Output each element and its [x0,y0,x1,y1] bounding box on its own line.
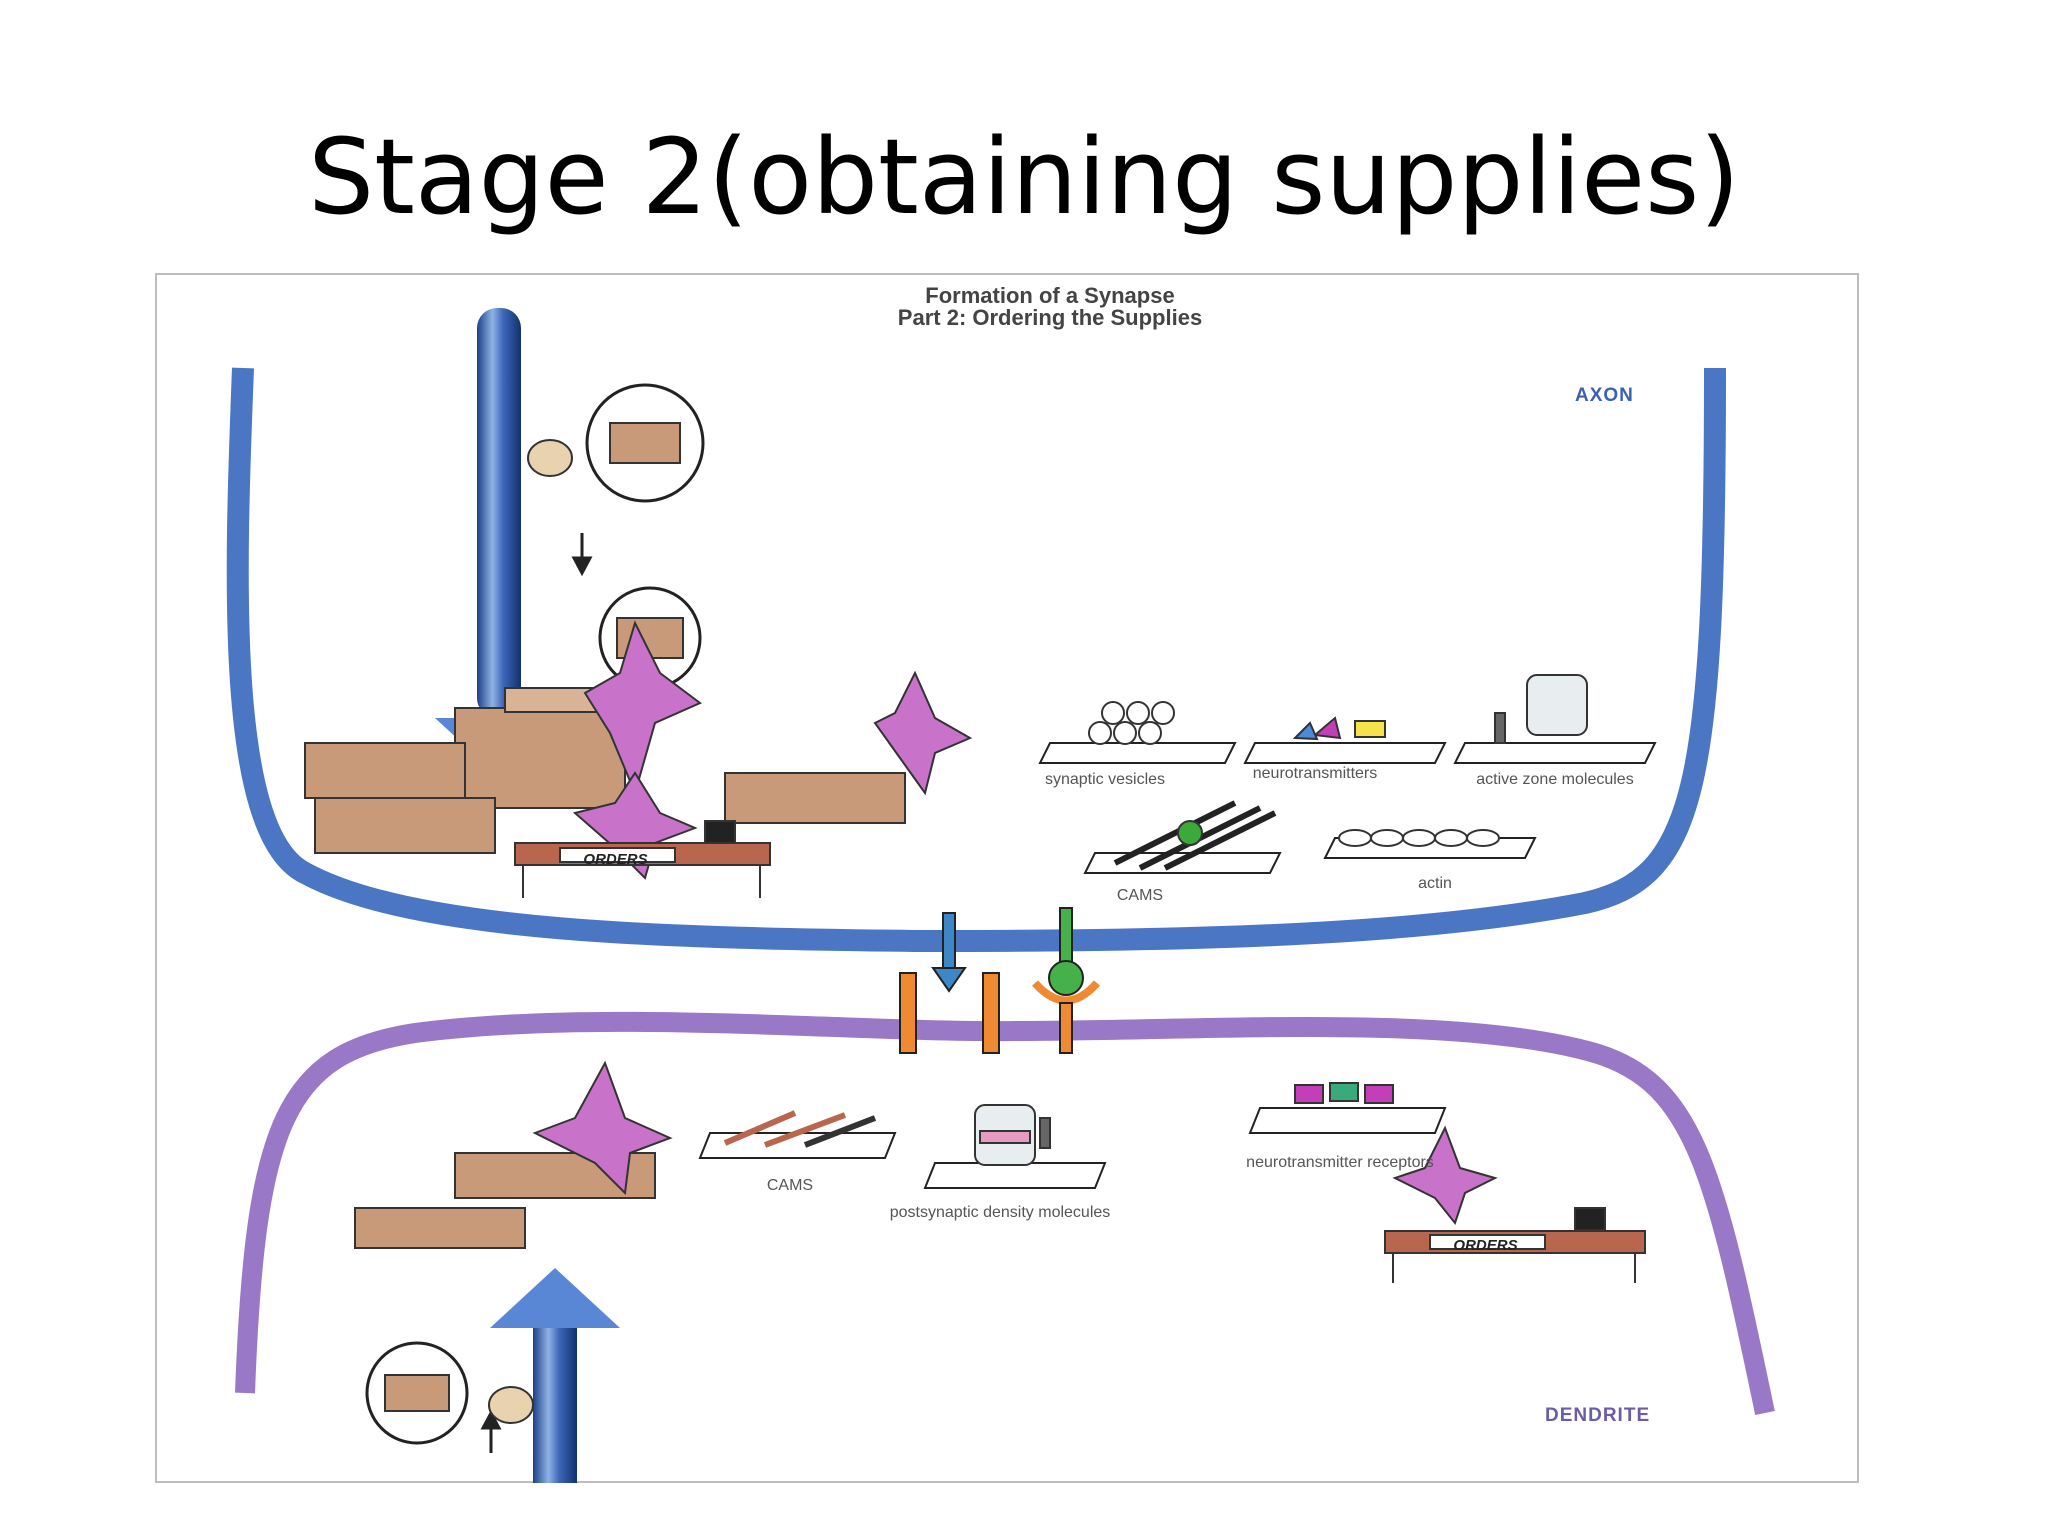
dendrite-worker-icons [532,1060,1498,1226]
synaptic-vesicles-icon [1088,701,1175,745]
neurotransmitter-receptors-icon [1294,1082,1394,1104]
label-synaptic-vesicles: synaptic vesicles [1044,771,1166,788]
figure-title-line1: Formation of a Synapse [925,283,1175,308]
dendrite-label: DENDRITE [1545,1405,1651,1426]
axon-microtubule [477,308,521,718]
dendrite-motor-cargo-icon [365,1341,534,1445]
dendrite-orders-sign: ORDERS [1453,1237,1518,1254]
label-postsynaptic-density-molecules: postsynaptic density molecules [889,1204,1111,1221]
small-up-arrow-icon [480,1409,502,1453]
synapse-diagram [226,308,1775,1483]
cleft-cam-blue [931,912,967,993]
actin-icon [1338,829,1500,847]
axon-orders-sign: ORDERS [583,851,648,868]
axon-worker-icons [572,620,973,880]
postsynaptic-density-molecules-icon [974,1104,1051,1166]
label-cams-axon: CAMS [1116,887,1164,904]
dendrite-membrane [235,1011,1775,1416]
label-actin: actin [1418,875,1452,892]
label-active-zone-molecules: active zone molecules [1476,771,1634,788]
cams-dendrite-icon [723,1110,877,1148]
label-cams-dendrite: CAMS [766,1177,814,1194]
neurotransmitters-icon [1292,716,1386,741]
slide-title: Stage 2(obtaining supplies) [308,116,1740,238]
axon-orders-desk [514,820,771,898]
dendrite-supply-trays [698,1107,1447,1189]
figure-frame [155,273,1859,1483]
small-down-arrow-icon [571,533,593,577]
dendrite-orders-desk [1384,1207,1646,1283]
axon-motor-cargo-icon [527,383,705,503]
cleft-cam-orange-pillars [899,972,1000,1054]
axon-supply-trays [1038,742,1657,874]
cleft-cam-green [1032,907,1100,1054]
cams-axon-icon [1113,800,1277,871]
label-neurotransmitters: neurotransmitters [1252,765,1378,782]
axon-label: AXON [1575,385,1634,406]
label-neurotransmitter-receptors: neurotransmitter receptors [1246,1154,1434,1171]
active-zone-molecules-icon [1494,674,1588,744]
dendrite-microtubule [533,1313,577,1483]
dendrite-up-arrow-head [490,1268,620,1328]
figure-title-line2: Part 2: Ordering the Supplies [897,305,1203,330]
axon-membrane [226,367,1726,953]
